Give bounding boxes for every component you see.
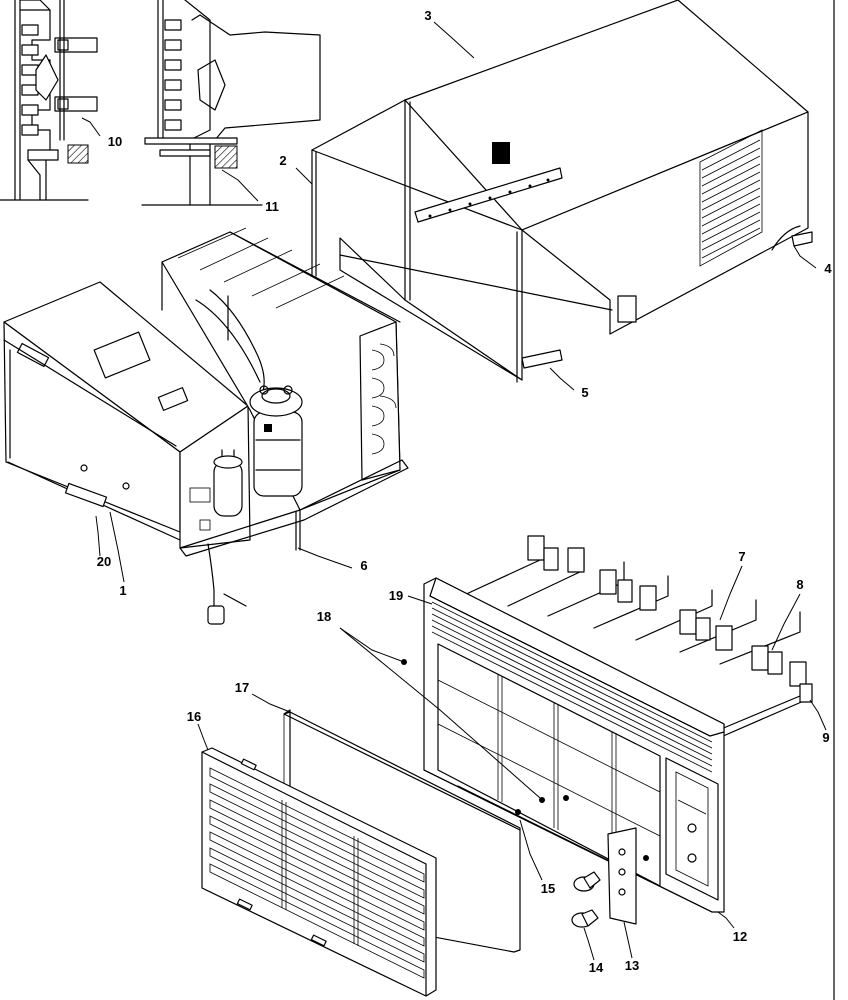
callout-16: 16: [187, 709, 201, 724]
leader-9: [809, 699, 827, 731]
callout-10: 10: [108, 134, 122, 149]
leader-3: [433, 21, 475, 59]
callout-18: 18: [317, 609, 331, 624]
leader-18b: [339, 627, 541, 799]
callout-5: 5: [581, 385, 588, 400]
callout-17: 17: [235, 680, 249, 695]
side-louver-grille: [699, 129, 763, 267]
callout-19: 19: [389, 588, 403, 603]
leader-18a: [339, 627, 405, 663]
callout-20: 20: [97, 554, 111, 569]
leader-14: [583, 927, 595, 961]
callout-4: 4: [824, 261, 832, 276]
callout-9: 9: [822, 730, 829, 745]
callout-8: 8: [796, 577, 803, 592]
leader-8: [771, 593, 801, 651]
chassis-assembly: [3, 227, 409, 625]
callout-6: 6: [360, 558, 367, 573]
leader-5: [549, 367, 575, 391]
capacitor: [213, 449, 243, 517]
compressor: [249, 385, 303, 497]
grille-louvers: [209, 767, 425, 979]
front-frame: [401, 535, 813, 913]
leader-7: [719, 565, 743, 621]
callout-15: 15: [541, 881, 555, 896]
leader-4: [793, 245, 817, 269]
leader-1: [109, 511, 125, 583]
leader-2: [295, 167, 313, 185]
callout-3: 3: [424, 8, 431, 23]
detail-11-section: [141, 0, 321, 206]
leader-13: [623, 921, 633, 959]
front-grille: [201, 747, 437, 997]
leader-12: [717, 911, 735, 929]
leader-19: [407, 595, 433, 605]
control-cover-plate: [607, 827, 637, 925]
mounting-clips: [461, 535, 813, 741]
callout-13: 13: [625, 958, 639, 973]
leader-20: [95, 515, 101, 557]
callout-11: 11: [265, 199, 279, 214]
leader-6: [297, 547, 353, 569]
cabinet-sleeve: [311, 0, 813, 383]
callout-1: 1: [119, 583, 126, 598]
leader-11: [221, 169, 259, 202]
detail-10-section: [0, 0, 98, 201]
callout-14: 14: [589, 960, 604, 975]
callout-7: 7: [738, 549, 745, 564]
leader-16: [197, 723, 209, 751]
callout-12: 12: [733, 929, 747, 944]
leader-15: [519, 819, 543, 881]
callout-2: 2: [279, 153, 286, 168]
leader-17: [251, 693, 291, 713]
leader-10: [81, 117, 101, 137]
control-knobs: [571, 871, 601, 928]
